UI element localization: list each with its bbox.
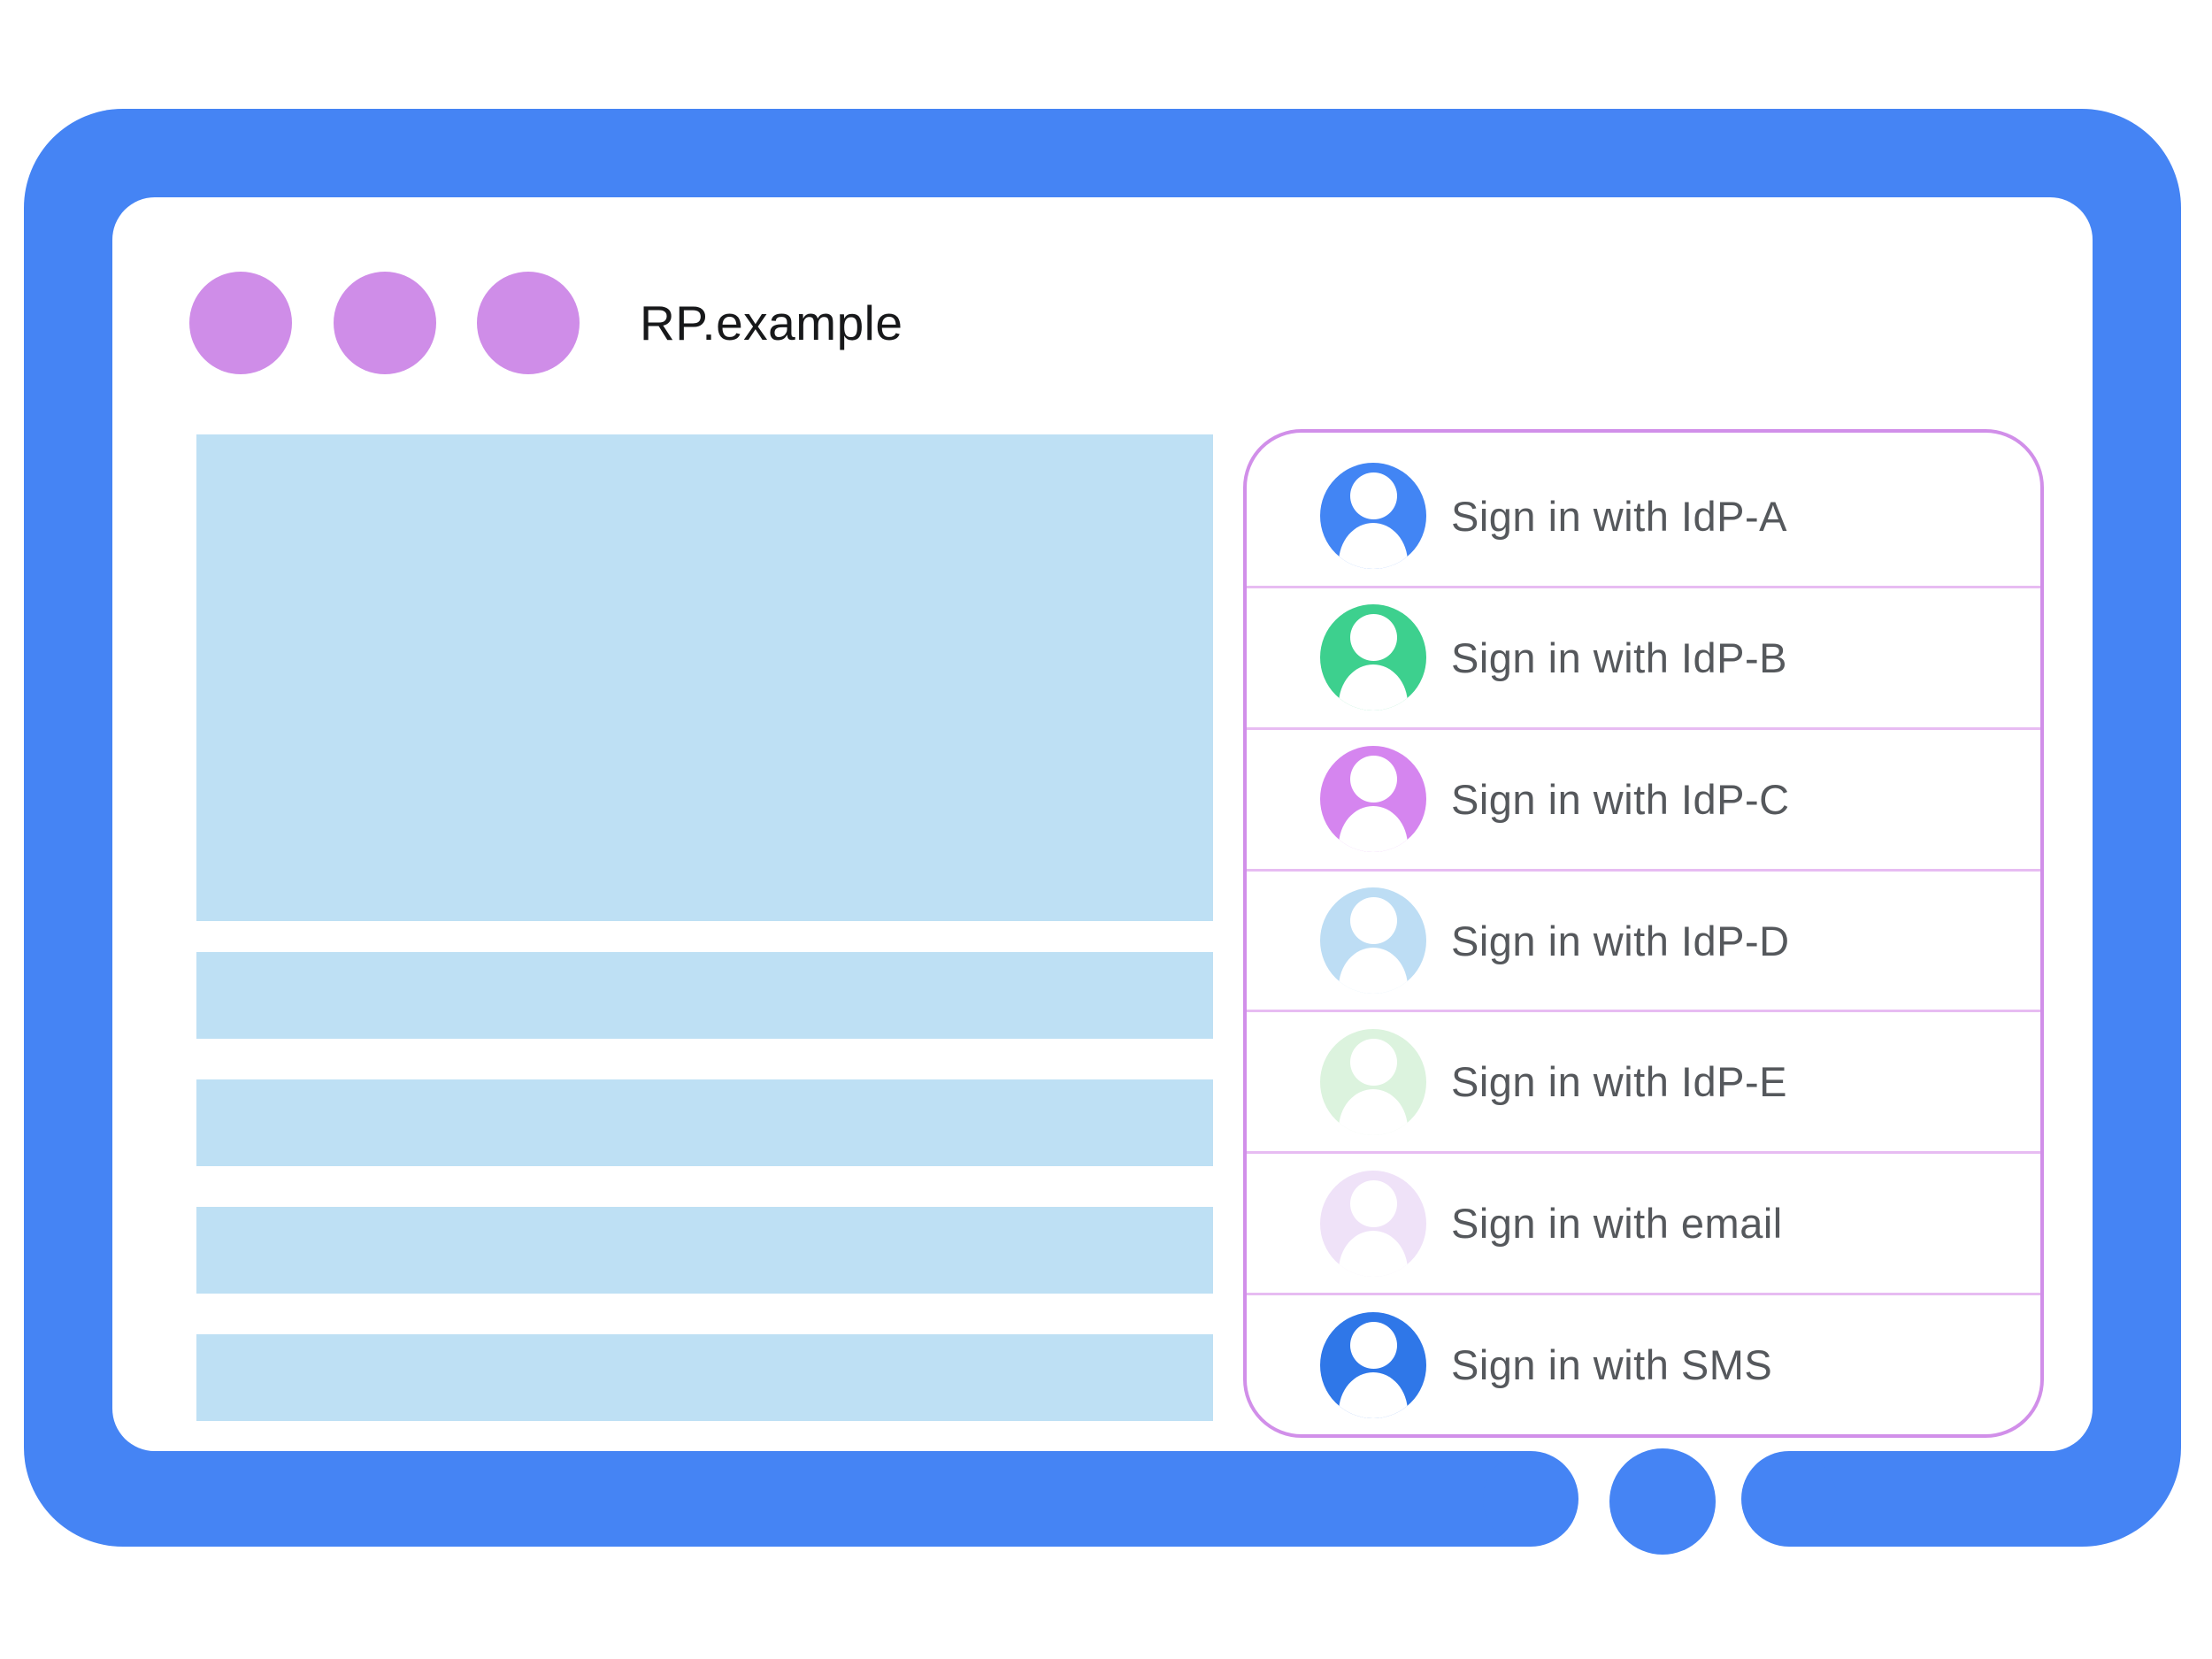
avatar-shoulders-shape bbox=[1339, 1371, 1408, 1418]
content-placeholder-bar bbox=[196, 1207, 1213, 1294]
content-placeholder-bar bbox=[196, 952, 1213, 1039]
user-avatar-icon bbox=[1320, 604, 1426, 711]
avatar-shoulders-shape bbox=[1339, 948, 1408, 994]
avatar-head-shape bbox=[1350, 1321, 1397, 1369]
signin-option-button[interactable]: Sign in with IdP-B bbox=[1247, 588, 2040, 730]
avatar-shoulders-shape bbox=[1339, 664, 1408, 711]
user-avatar-icon bbox=[1320, 1311, 1426, 1418]
avatar-head-shape bbox=[1350, 614, 1397, 662]
signin-option-label: Sign in with IdP-B bbox=[1451, 634, 1787, 681]
avatar-shoulders-shape bbox=[1339, 1088, 1408, 1135]
page-title: RP.example bbox=[640, 296, 903, 350]
content-placeholder-bar bbox=[196, 1334, 1213, 1421]
signin-option-label: Sign in with email bbox=[1451, 1200, 1783, 1248]
avatar-shoulders-shape bbox=[1339, 523, 1408, 570]
signin-option-button[interactable]: Sign in with IdP-D bbox=[1247, 872, 2040, 1013]
avatar-head-shape bbox=[1350, 756, 1397, 803]
user-avatar-icon bbox=[1320, 1170, 1426, 1277]
avatar-head-shape bbox=[1350, 897, 1397, 944]
bezel-cap-left bbox=[1483, 1451, 1578, 1547]
user-avatar-icon bbox=[1320, 1028, 1426, 1135]
signin-option-label: Sign in with IdP-E bbox=[1451, 1058, 1787, 1106]
signin-option-button[interactable]: Sign in with email bbox=[1247, 1154, 2040, 1296]
content-placeholder-hero bbox=[196, 434, 1213, 921]
avatar-head-shape bbox=[1350, 1038, 1397, 1086]
avatar-shoulders-shape bbox=[1339, 806, 1408, 853]
signin-option-button[interactable]: Sign in with IdP-C bbox=[1247, 730, 2040, 872]
user-avatar-icon bbox=[1320, 746, 1426, 853]
signin-option-label: Sign in with SMS bbox=[1451, 1341, 1773, 1389]
bezel-cap-right bbox=[1741, 1451, 1837, 1547]
window-control-dot[interactable] bbox=[189, 272, 292, 374]
avatar-head-shape bbox=[1350, 1179, 1397, 1227]
home-button[interactable] bbox=[1609, 1448, 1716, 1555]
avatar-head-shape bbox=[1350, 472, 1397, 520]
user-avatar-icon bbox=[1320, 887, 1426, 994]
signin-option-label: Sign in with IdP-C bbox=[1451, 775, 1790, 823]
content-placeholder-bar bbox=[196, 1079, 1213, 1166]
signin-options-list: Sign in with IdP-A Sign in with IdP-B Si… bbox=[1247, 447, 2040, 1434]
signin-option-button[interactable]: Sign in with IdP-A bbox=[1247, 447, 2040, 588]
signin-option-button[interactable]: Sign in with SMS bbox=[1247, 1295, 2040, 1434]
window-control-dot[interactable] bbox=[477, 272, 580, 374]
avatar-shoulders-shape bbox=[1339, 1230, 1408, 1277]
window-control-dot[interactable] bbox=[334, 272, 436, 374]
signin-dialog: Sign in with IdP-A Sign in with IdP-B Si… bbox=[1243, 429, 2044, 1438]
user-avatar-icon bbox=[1320, 463, 1426, 570]
signin-option-label: Sign in with IdP-A bbox=[1451, 492, 1787, 540]
signin-option-label: Sign in with IdP-D bbox=[1451, 917, 1790, 964]
signin-option-button[interactable]: Sign in with IdP-E bbox=[1247, 1012, 2040, 1155]
